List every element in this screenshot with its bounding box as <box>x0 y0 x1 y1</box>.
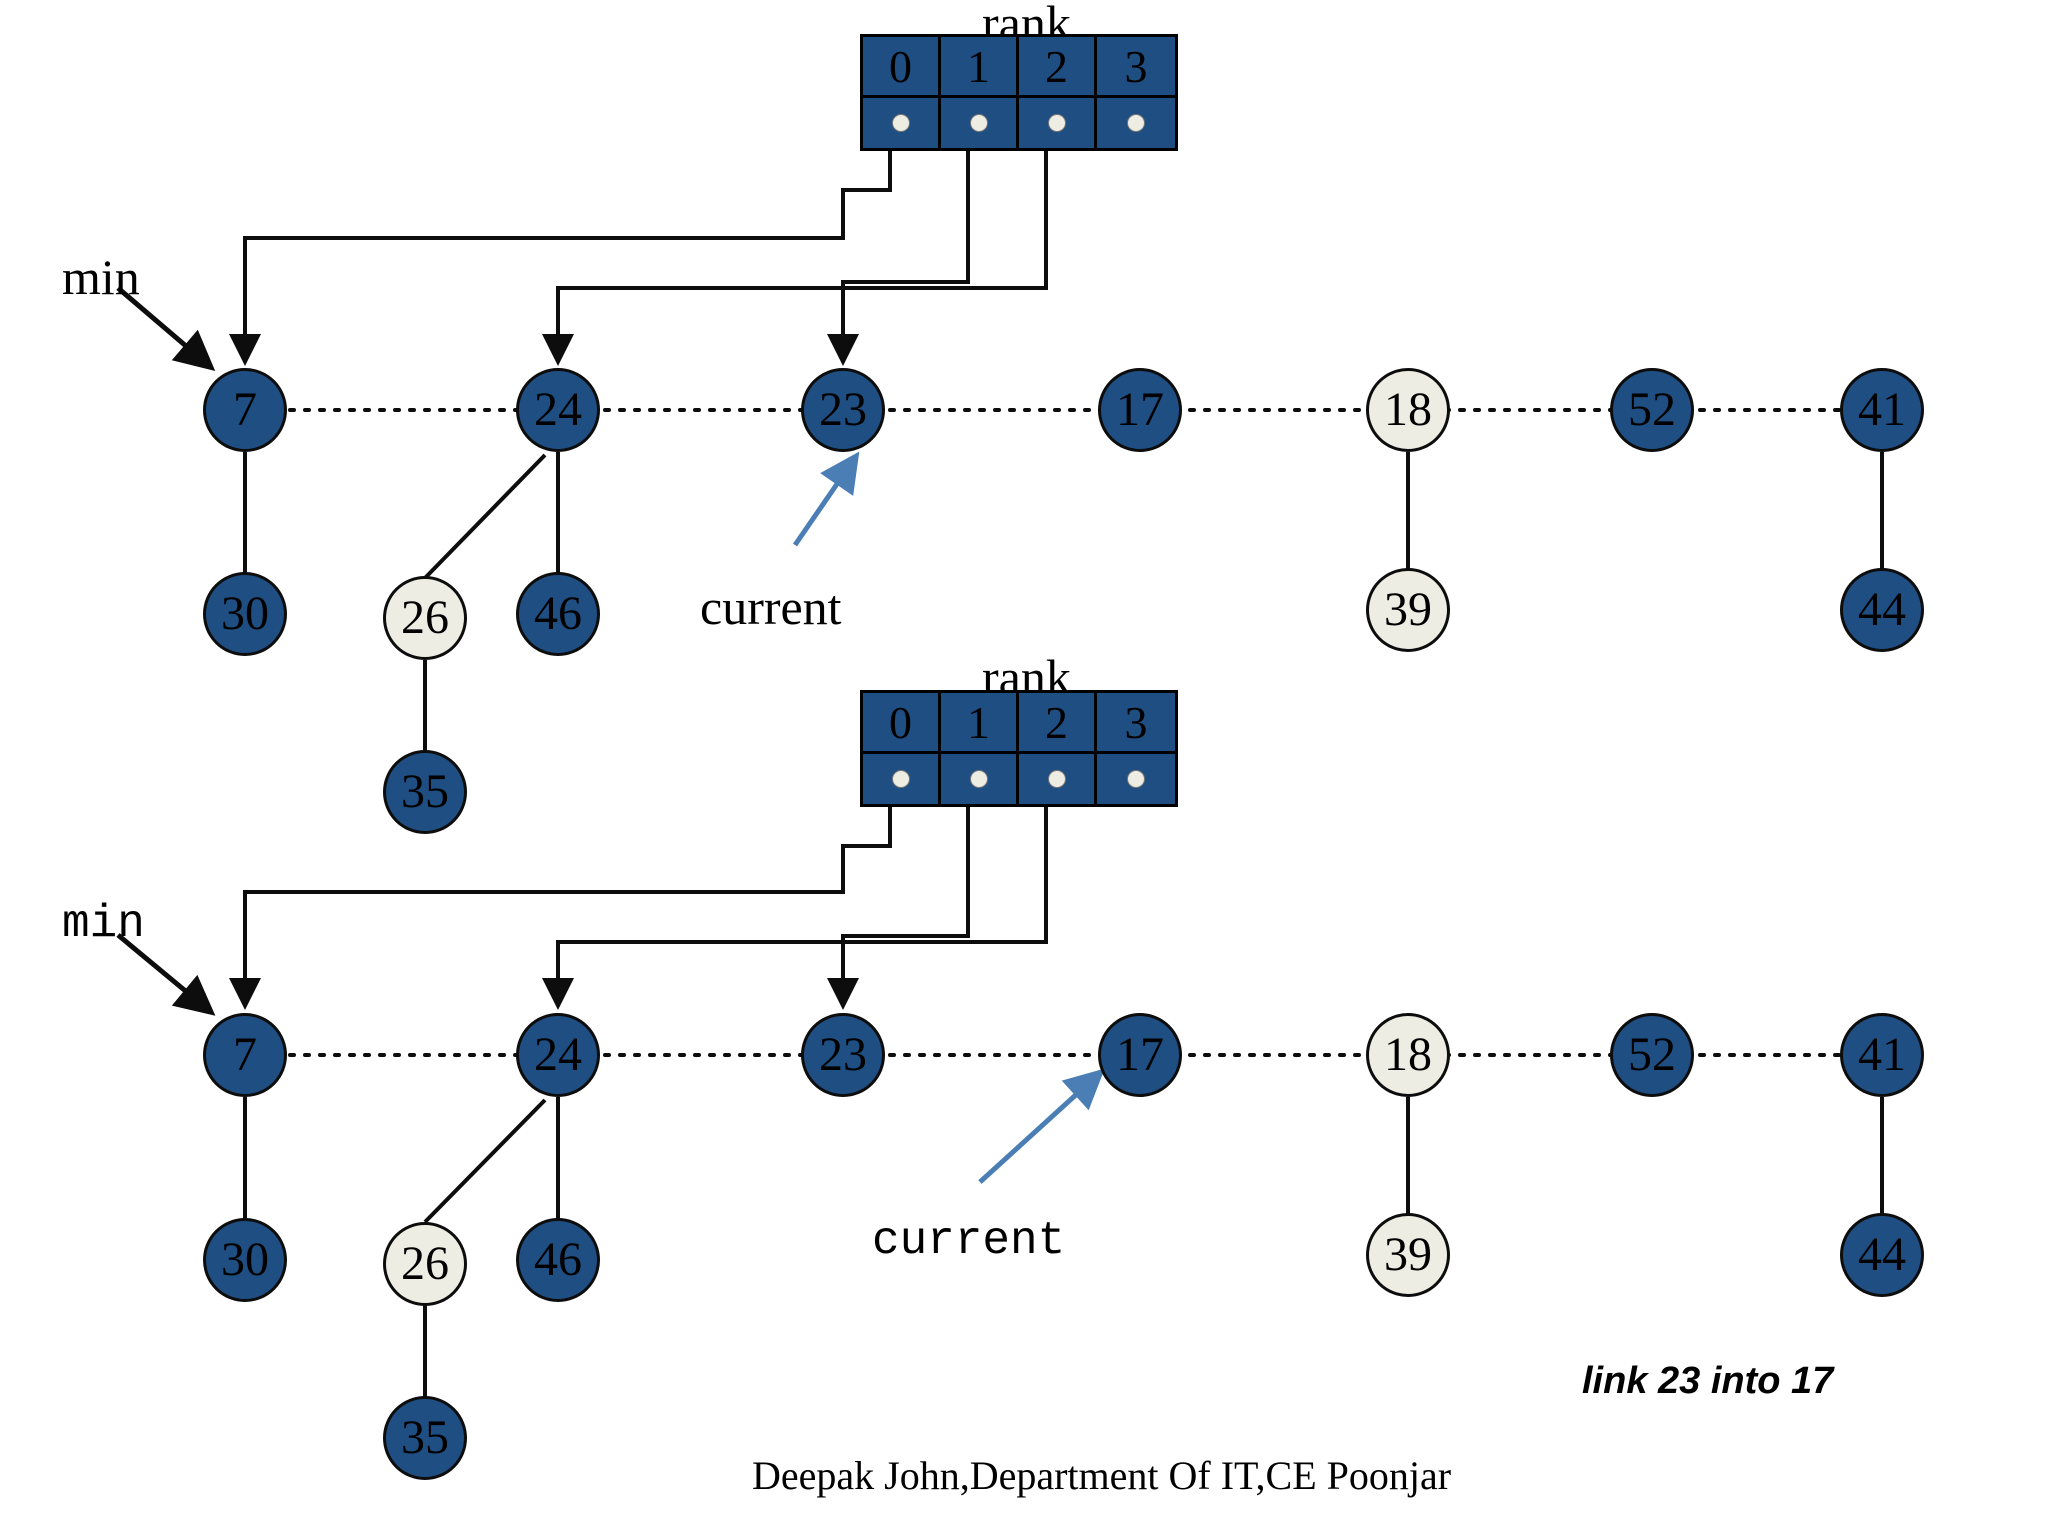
node-39-top[interactable]: 39 <box>1366 568 1450 652</box>
node-46-bottom[interactable]: 46 <box>516 1218 600 1302</box>
rank-table-bottom[interactable]: 0 1 2 3 <box>860 690 1178 807</box>
node-24-bottom[interactable]: 24 <box>516 1013 600 1097</box>
rank1-to-23-bot <box>827 784 970 1010</box>
min-label-top: min <box>62 249 140 305</box>
pointer-dot-icon <box>891 114 910 132</box>
node-52-bottom[interactable]: 52 <box>1610 1013 1694 1097</box>
node-18-top[interactable]: 18 <box>1366 368 1450 452</box>
node-7-top[interactable]: 7 <box>203 368 287 452</box>
rank-pointer-row-bottom <box>863 754 1175 804</box>
rank-index-cell-3[interactable]: 3 <box>1124 40 1148 92</box>
node-24-top[interactable]: 24 <box>516 368 600 452</box>
node-23-bottom[interactable]: 23 <box>801 1013 885 1097</box>
rank-pointer-cell-2[interactable] <box>1019 754 1097 804</box>
node-44-bottom[interactable]: 44 <box>1840 1213 1924 1297</box>
rank-pointer-cell-3[interactable] <box>1097 98 1175 148</box>
min-arrow-top <box>116 286 216 371</box>
rank0-to-7-top <box>229 128 892 366</box>
rank2-to-24-bot <box>542 784 1048 1010</box>
rank-pointer-cell-1[interactable] <box>941 98 1019 148</box>
rank-index-cell-2[interactable]: 2 <box>1019 37 1097 95</box>
pointer-dot-icon <box>969 114 988 132</box>
rank-pointer-row-top <box>863 98 1175 148</box>
rank-pointer-cell-1[interactable] <box>941 754 1019 804</box>
rank-pointer-cell-0[interactable] <box>863 754 941 804</box>
pointer-dot-icon <box>891 770 910 788</box>
rank-index-cell-3[interactable]: 3 <box>1124 696 1148 748</box>
rank-index-cell-1[interactable]: 1 <box>941 693 1019 751</box>
rank-index-row-bottom: 0 1 2 3 <box>863 693 1175 754</box>
rank-pointer-cell-3[interactable] <box>1097 754 1175 804</box>
step-annotation: link 23 into 17 <box>1582 1360 1834 1402</box>
rank2-to-24-top <box>542 128 1048 366</box>
min-arrow-bottom <box>116 933 216 1016</box>
rank-pointer-cell-0[interactable] <box>863 98 941 148</box>
rank-table-top[interactable]: 0 1 2 3 <box>860 34 1178 151</box>
node-35-top[interactable]: 35 <box>383 750 467 834</box>
node-44-top[interactable]: 44 <box>1840 568 1924 652</box>
current-arrow-bottom <box>978 1068 1105 1184</box>
node-26-top[interactable]: 26 <box>383 576 467 660</box>
pointer-dot-icon <box>1127 114 1145 132</box>
node-26-bottom[interactable]: 26 <box>383 1222 467 1306</box>
node-30-bottom[interactable]: 30 <box>203 1218 287 1302</box>
current-label-top: current <box>700 579 842 635</box>
rank-index-cell-2[interactable]: 2 <box>1019 693 1097 751</box>
figure-caption: Deepak John,Department Of IT,CE Poonjar <box>752 1453 1452 1498</box>
node-17-top[interactable]: 17 <box>1098 368 1182 452</box>
rank1-to-23-top <box>827 128 970 366</box>
node-46-top[interactable]: 46 <box>516 572 600 656</box>
node-39-bottom[interactable]: 39 <box>1366 1213 1450 1297</box>
rank-pointer-cell-2[interactable] <box>1019 98 1097 148</box>
node-30-top[interactable]: 30 <box>203 572 287 656</box>
rank-index-cell-0[interactable]: 0 <box>863 37 941 95</box>
rank-index-cell-1[interactable]: 1 <box>941 37 1019 95</box>
current-label-bottom: current <box>872 1215 1066 1267</box>
bottom-panel-edges <box>116 784 1902 1398</box>
edge-24-26-bot <box>423 1098 547 1224</box>
node-23-top[interactable]: 23 <box>801 368 885 452</box>
min-label-bottom: min <box>62 898 145 950</box>
rank-index-cell-0[interactable]: 0 <box>863 693 941 751</box>
pointer-dot-icon <box>1047 770 1066 788</box>
node-52-top[interactable]: 52 <box>1610 368 1694 452</box>
pointer-dot-icon <box>1047 114 1066 132</box>
pointer-dot-icon <box>1127 770 1145 788</box>
node-41-top[interactable]: 41 <box>1840 368 1924 452</box>
rank0-to-7-bot <box>229 784 892 1010</box>
pointer-dot-icon <box>969 770 988 788</box>
edge-24-26-top <box>423 453 547 580</box>
current-arrow-top <box>792 451 860 547</box>
node-7-bottom[interactable]: 7 <box>203 1013 287 1097</box>
rank-index-row-top: 0 1 2 3 <box>863 37 1175 98</box>
node-17-bottom[interactable]: 17 <box>1098 1013 1182 1097</box>
node-35-bottom[interactable]: 35 <box>383 1396 467 1480</box>
node-41-bottom[interactable]: 41 <box>1840 1013 1924 1097</box>
node-18-bottom[interactable]: 18 <box>1366 1013 1450 1097</box>
